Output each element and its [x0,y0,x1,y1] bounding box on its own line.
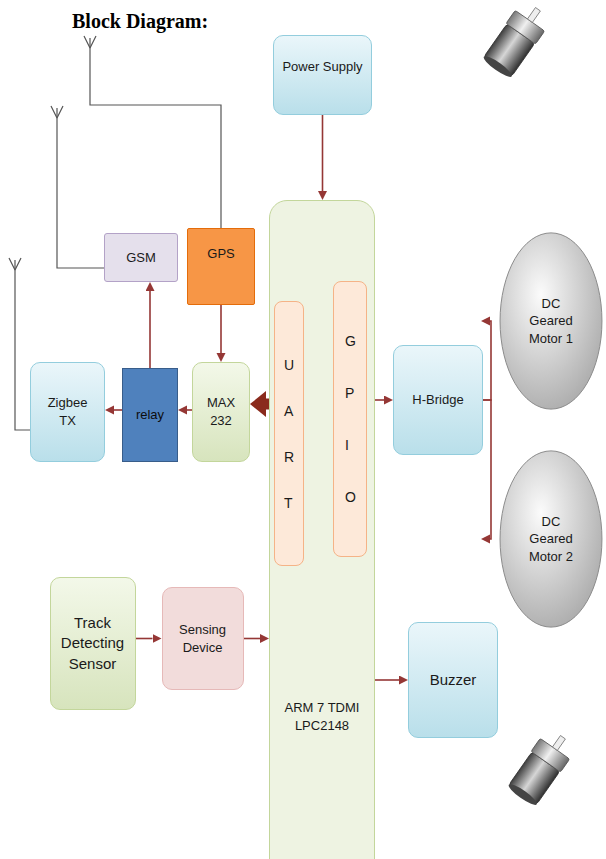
node-label: GPIO [345,315,352,523]
signal-arrow [375,679,399,681]
node-label: GSM [126,249,156,267]
gps-antenna [84,36,96,48]
node-label: Zigbee TX [42,394,94,429]
hbridge-box: H-Bridge [393,345,483,455]
motor-outline [500,451,602,627]
node-label: DC Geared Motor 1 [521,295,581,348]
node-label: H-Bridge [412,391,463,409]
signal-arrow [149,291,151,368]
signal-arrow [136,638,153,640]
sensor-box: Track Detecting Sensor [50,577,136,710]
node-label: MAX 232 [202,394,240,429]
uart-block: UART [274,301,304,566]
buzzer-box: Buzzer [408,622,498,738]
signal-arrow [483,400,491,539]
node-label: Power Supply [282,58,362,76]
node-label: DC Geared Motor 2 [521,513,581,566]
zigbee-antenna [9,258,21,270]
motor-outline [500,233,602,409]
power-box: Power Supply [273,35,372,115]
gsm-box: GSM [104,233,178,282]
diagram-title: Block Diagram: [72,10,208,33]
mcu-box: ARM 7 TDMI LPC2148 UART GPIO [269,200,375,859]
sensing-box: Sensing Device [162,587,244,690]
signal-arrow [114,409,122,411]
node-label: Sensing Device [170,621,236,656]
motor-picture [506,727,578,808]
gps-antenna-wire [90,38,221,228]
node-label: GPS [207,245,234,263]
node-label: relay [136,406,164,424]
gsm-antenna-wire [57,108,104,268]
motor-picture [481,0,553,80]
motor-circle: DC Geared Motor 1 [499,232,603,410]
signal-arrow [483,321,491,400]
node-label: ARM 7 TDMI LPC2148 [277,699,367,734]
node-label: Buzzer [430,670,477,690]
gsm-antenna [51,106,63,118]
signal-arrow [220,305,222,353]
gpio-block: GPIO [333,281,367,557]
node-label: Track Detecting Sensor [58,613,128,674]
motor-circle: DC Geared Motor 2 [499,450,603,628]
node-label: UART [284,342,291,526]
relay-box: relay [122,368,178,462]
zigbee-antenna-wire [15,260,30,430]
max232-box: MAX 232 [192,362,250,462]
zigbee-box: Zigbee TX [30,362,105,462]
gps-box: GPS [187,228,255,305]
signal-arrow [322,115,324,191]
signal-arrow [244,638,261,640]
